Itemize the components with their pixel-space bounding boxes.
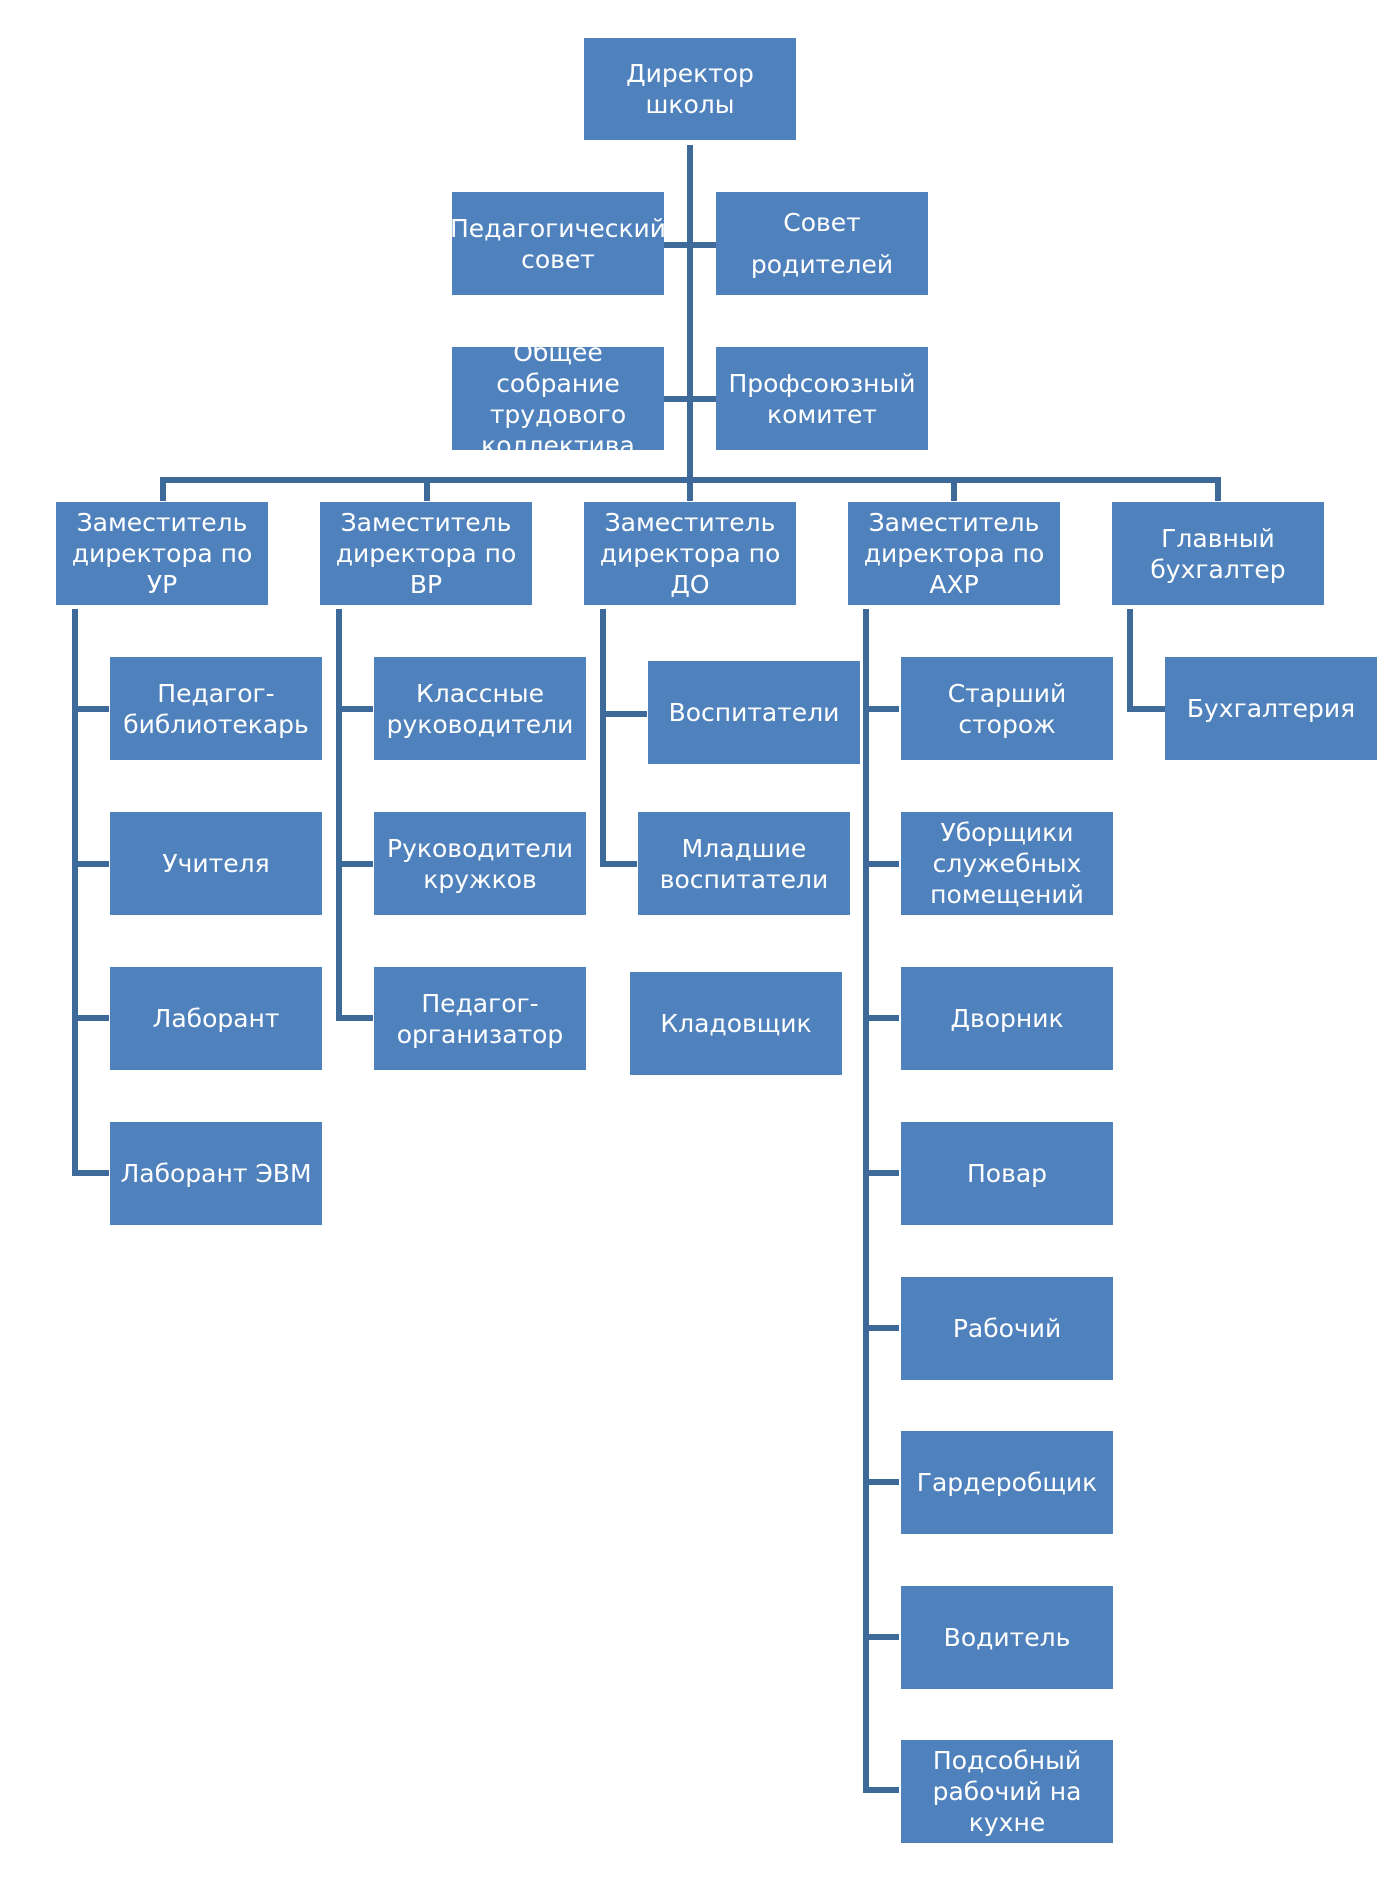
staff-driver-box: Водитель: [901, 1586, 1113, 1689]
staff-club-leaders-box: Руководители кружков: [374, 812, 586, 915]
staff-lab-assistant-box: Лаборант: [110, 967, 322, 1070]
trade-union-box: Профсоюзный комитет: [716, 347, 928, 450]
chief-accountant-box: Главный бухгалтер: [1112, 502, 1324, 605]
staff-kitchen-helper-box: Подсобный рабочий на кухне: [901, 1740, 1113, 1843]
pedagogical-council-box: Педагогический совет: [450, 192, 666, 295]
staff-janitor-box: Дворник: [901, 967, 1113, 1070]
staff-cleaners-box: Уборщики служебных помещений: [901, 812, 1113, 915]
staff-cook-box: Повар: [901, 1122, 1113, 1225]
director-box: Директор школы: [584, 38, 796, 140]
staff-educators-box: Воспитатели: [648, 661, 860, 764]
staff-storekeeper-box: Кладовщик: [630, 972, 842, 1075]
staff-worker-box: Рабочий: [901, 1277, 1113, 1380]
staff-teachers-box: Учителя: [110, 812, 322, 915]
staff-senior-guard-box: Старший сторож: [901, 657, 1113, 760]
staff-accounting-box: Бухгалтерия: [1165, 657, 1377, 760]
staff-computer-lab-assistant-box: Лаборант ЭВМ: [110, 1122, 322, 1225]
staff-junior-educators-box: Младшие воспитатели: [638, 812, 850, 915]
parents-council-box: Совет родителей: [716, 192, 928, 295]
deputy-ahr-box: Заместитель директора по АХР: [848, 502, 1060, 605]
staff-pedagogue-organizer-box: Педагог- организатор: [374, 967, 586, 1070]
staff-class-teachers-box: Классные руководители: [374, 657, 586, 760]
general-meeting-box: Общее собрание трудового коллектива: [452, 338, 664, 460]
staff-librarian-box: Педагог- библиотекарь: [110, 657, 322, 760]
deputy-ur-box: Заместитель директора по УР: [56, 502, 268, 605]
deputy-vr-box: Заместитель директора по ВР: [320, 502, 532, 605]
staff-cloakroom-box: Гардеробщик: [901, 1431, 1113, 1534]
deputy-do-box: Заместитель директора по ДО: [584, 502, 796, 605]
